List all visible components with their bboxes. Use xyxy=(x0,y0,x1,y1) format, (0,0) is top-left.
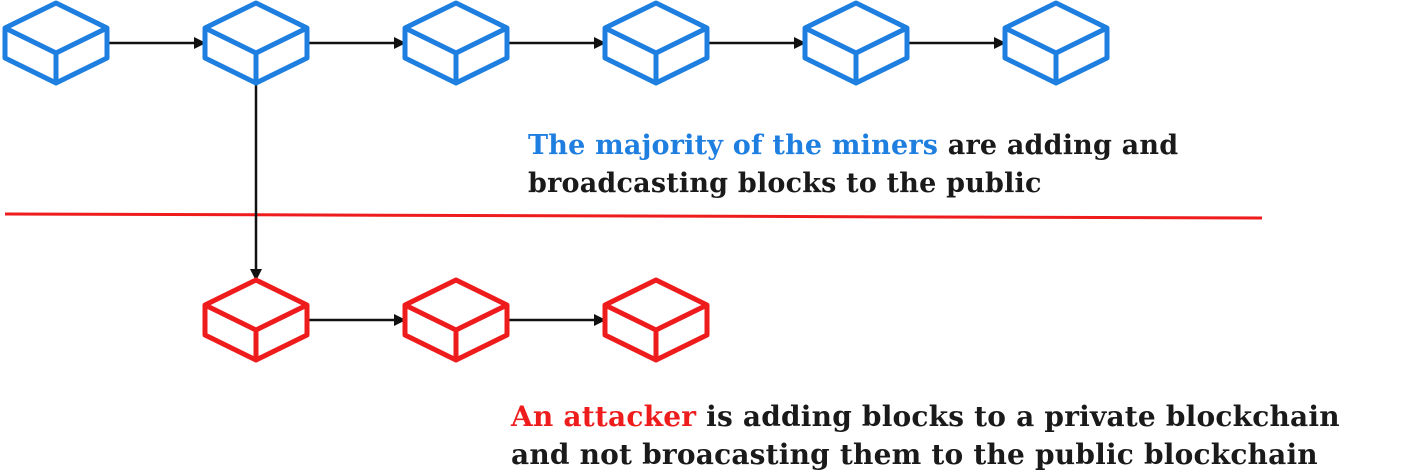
private-caption-line-1: An attacker is adding blocks to a privat… xyxy=(511,398,1340,436)
public-block-6-icon xyxy=(1002,0,1110,86)
private-caption-line-2: and not broacasting them to the public b… xyxy=(511,438,1318,471)
public-block-2-icon xyxy=(202,0,310,86)
private-block-1-icon xyxy=(202,277,310,363)
public-chain-caption: The majority of the miners are adding an… xyxy=(528,127,1178,203)
attacker-highlight: An attacker xyxy=(511,400,697,433)
private-block-3-icon xyxy=(602,277,710,363)
public-block-1-icon xyxy=(2,0,110,86)
private-chain-caption: An attacker is adding blocks to a privat… xyxy=(511,398,1340,474)
public-caption-line-2: broadcasting blocks to the public xyxy=(528,168,1042,199)
majority-miners-highlight: The majority of the miners xyxy=(528,130,939,161)
public-private-divider xyxy=(4,212,1263,220)
private-caption-rest: is adding blocks to a private blockchain xyxy=(696,400,1340,433)
public-caption-line-1: The majority of the miners are adding an… xyxy=(528,127,1178,165)
public-block-4-icon xyxy=(602,0,710,86)
public-block-3-icon xyxy=(402,0,510,86)
private-block-2-icon xyxy=(402,277,510,363)
public-block-5-icon xyxy=(802,0,910,86)
public-caption-rest: are adding and xyxy=(938,130,1179,161)
